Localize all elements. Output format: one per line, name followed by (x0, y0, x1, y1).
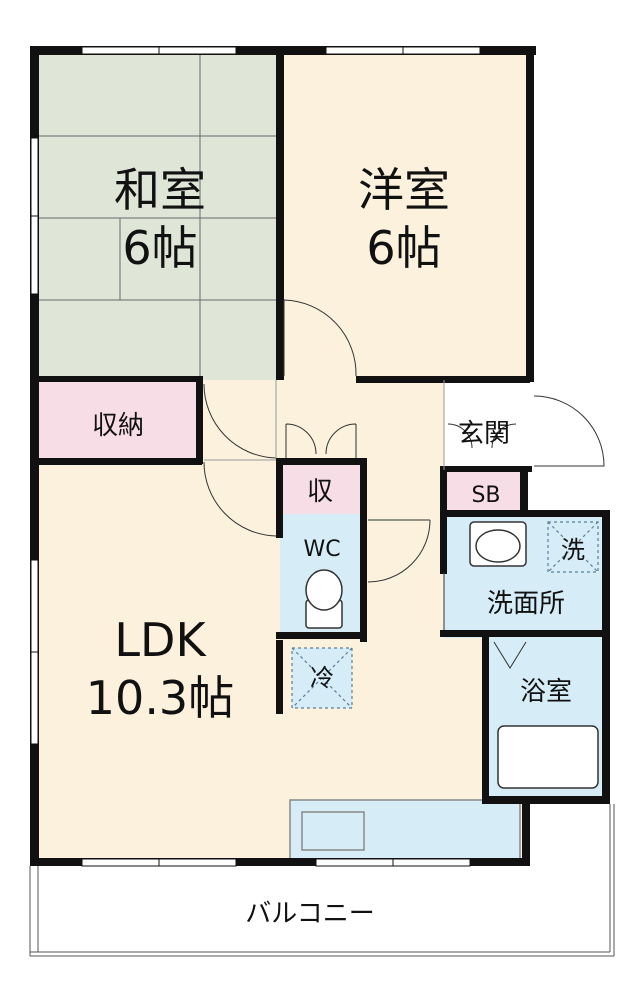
balcony-label: バルコニー (245, 899, 374, 929)
wall-wash-right (602, 510, 610, 804)
wall-closet-bottom (38, 458, 202, 465)
bathroom-label: 浴室 (520, 677, 572, 707)
ldk-size: 10.3帖 (86, 671, 234, 725)
basin-icon (469, 521, 527, 567)
door-toilet (367, 519, 431, 583)
doors (203, 299, 605, 669)
wall-ldk-stub (276, 640, 283, 714)
tatami-seams (38, 54, 280, 380)
wall-left (30, 46, 39, 866)
wall-entrance-left (440, 466, 447, 574)
washitsu-floor (38, 54, 280, 380)
balcony (29, 804, 615, 957)
door-shoebox-l (447, 423, 473, 449)
wall-wash-bottom (440, 630, 610, 637)
fridge-label: 冷 (310, 664, 334, 692)
wall-washitsu-bottom (38, 376, 198, 382)
walls (30, 46, 610, 866)
wall-toilet-left (276, 458, 283, 538)
wall-right-lower (522, 800, 530, 866)
ldk-name: LDK (114, 613, 207, 667)
youshitsu-name: 洋室 (358, 163, 450, 217)
washroom-label: 洗面所 (487, 589, 565, 619)
small-storage-label: 収 (307, 477, 333, 507)
youshitsu-size: 6帖 (366, 221, 441, 275)
wall-sb-right (520, 466, 528, 516)
closet-label: 収納 (92, 411, 144, 441)
wall-bath-left (482, 636, 489, 804)
wall-bath-bottom (482, 796, 610, 804)
wall-entrance-bottom (440, 466, 532, 472)
washer-label: 洗 (561, 536, 585, 564)
shoebox-label: SB (471, 483, 500, 508)
wall-right-upper (526, 46, 534, 382)
toilet-label: WC (303, 537, 340, 562)
entrance-label: 玄関 (458, 419, 510, 449)
door-youshitsu (283, 299, 357, 377)
bathtub-icon (497, 725, 599, 789)
sink (301, 811, 365, 851)
door-closet (203, 383, 277, 459)
washitsu-size: 6帖 (122, 221, 197, 275)
door-closet-upper-l (285, 423, 317, 458)
wall-closet-right (196, 376, 203, 464)
wall-storage-right (360, 458, 367, 642)
toilet-bowl-icon (305, 569, 343, 629)
door-entrance (533, 395, 605, 467)
closet-floor (38, 380, 202, 462)
wall-youshitsu-bottom (356, 376, 530, 383)
wall-mid-vertical (276, 54, 284, 380)
shoebox-floor (444, 470, 528, 514)
door-shoebox-r (491, 423, 517, 449)
wall-storage-top (280, 458, 366, 465)
entrance-floor (444, 380, 528, 470)
washitsu-name: 和室 (114, 163, 206, 217)
wall-toilet-bottom (276, 632, 366, 639)
door-bath-fold (493, 641, 527, 669)
wall-bottom (30, 858, 530, 866)
door-closet-upper-r (325, 423, 357, 458)
small-storage-floor (280, 462, 360, 514)
fridge-space-icon (291, 647, 353, 709)
door-hall-closet (203, 461, 277, 537)
wall-top (30, 46, 536, 55)
youshitsu-floor (280, 54, 528, 380)
washer-space-icon (547, 521, 599, 573)
